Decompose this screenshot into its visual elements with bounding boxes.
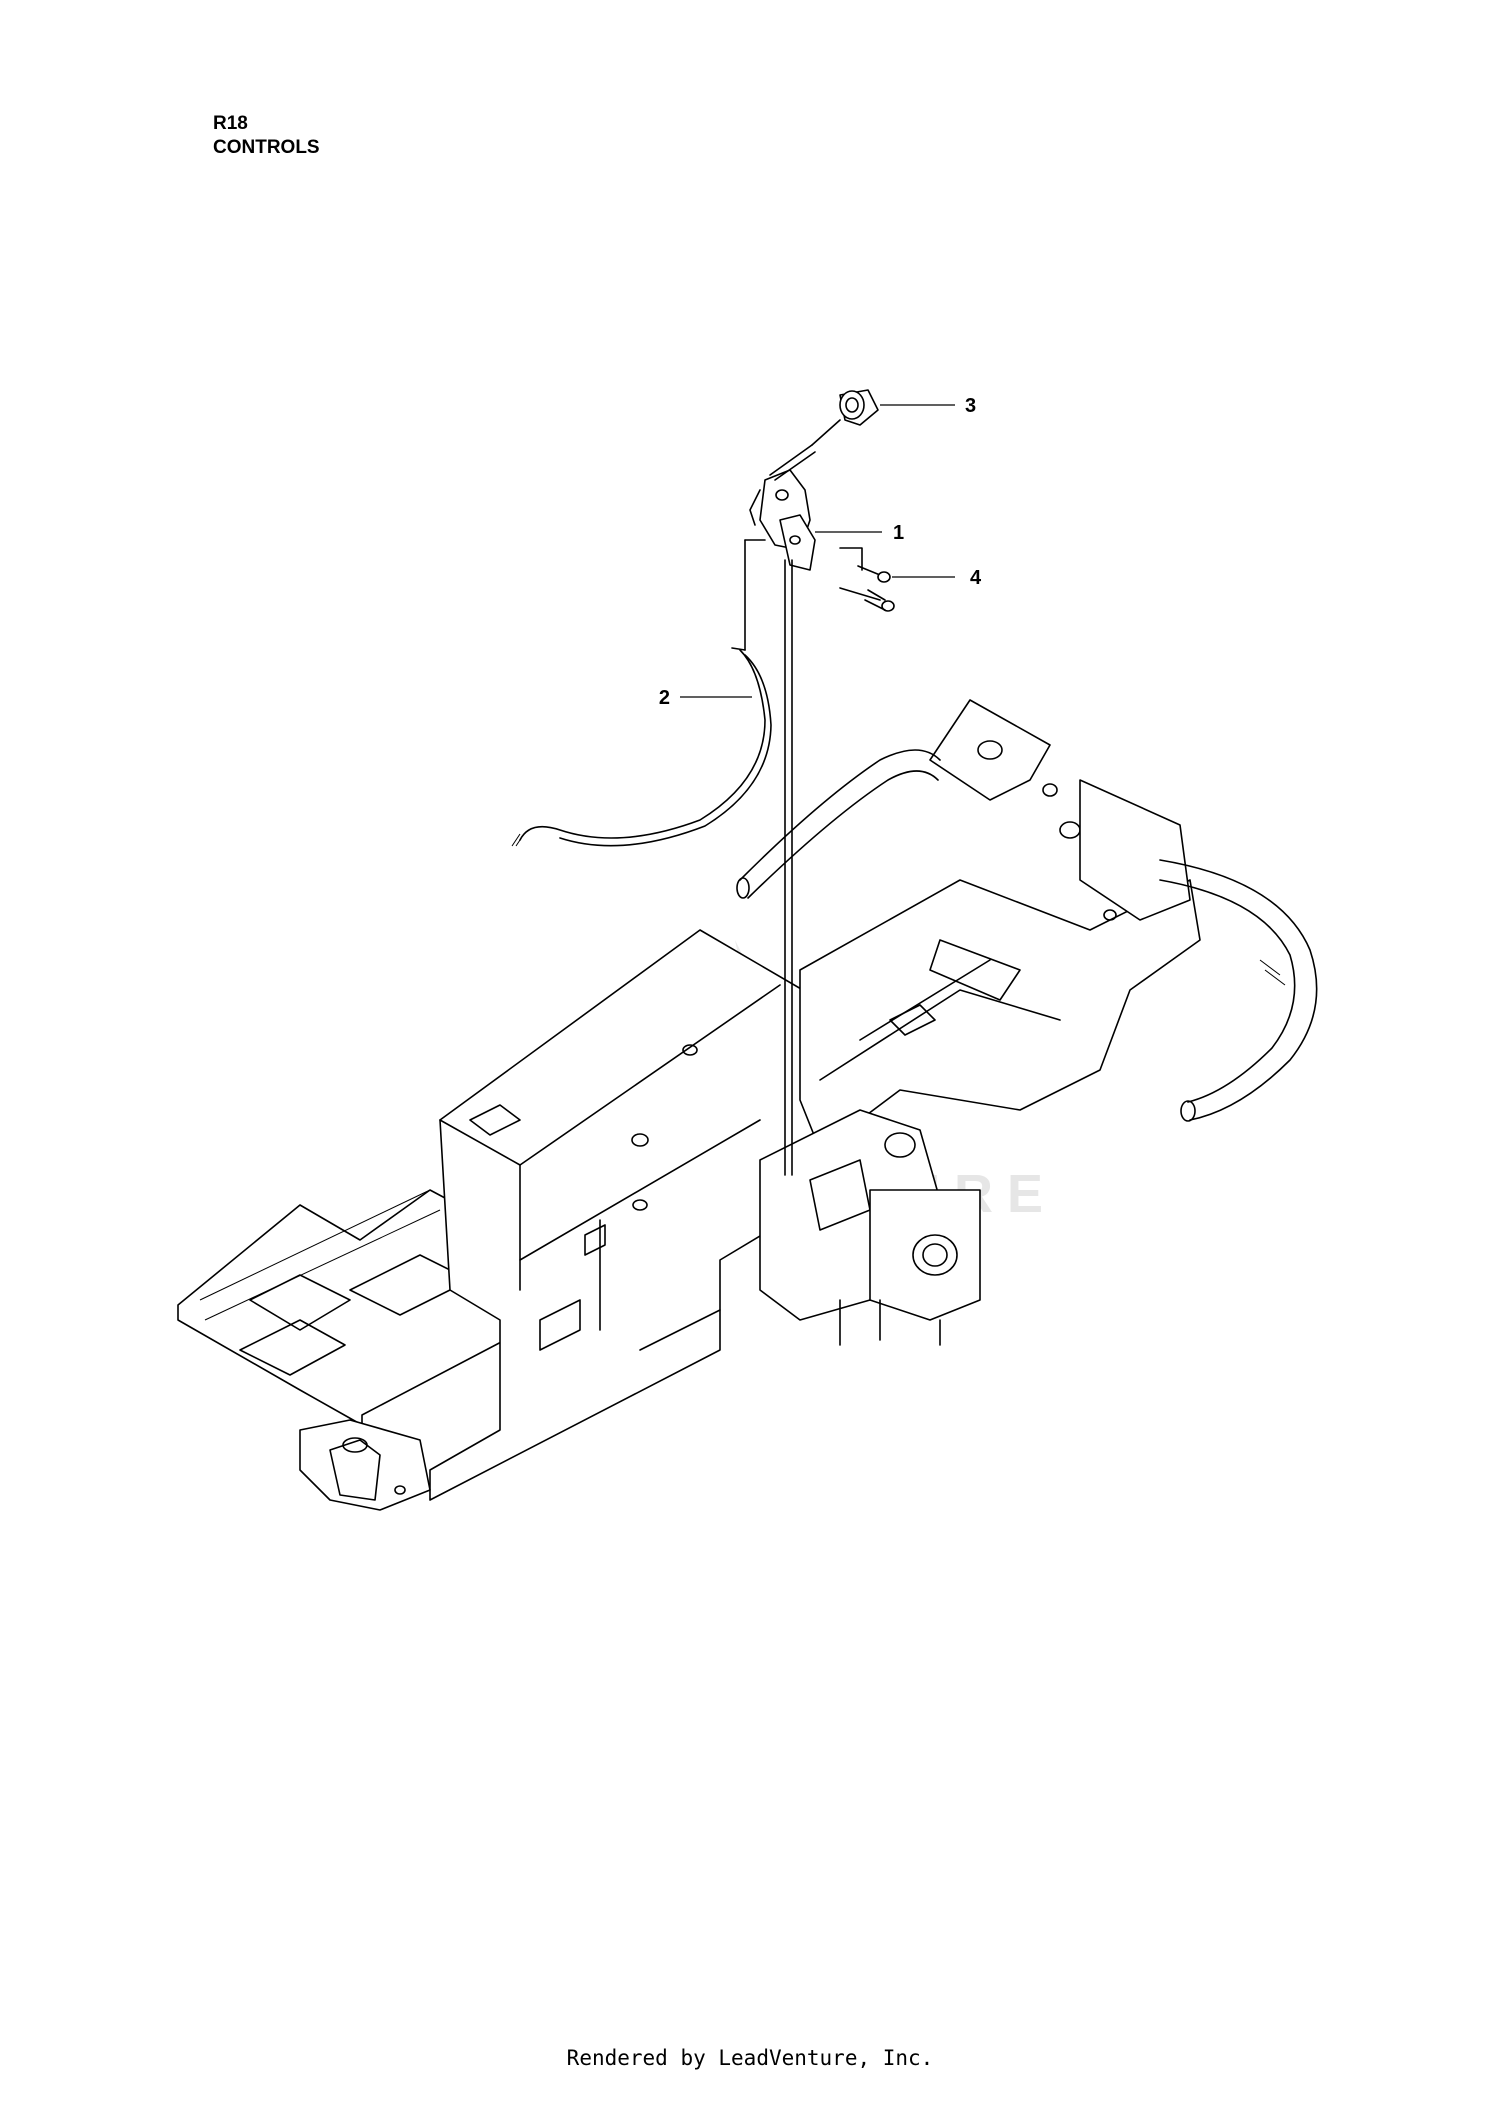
diagram-header: R18 CONTROLS — [213, 112, 320, 160]
callout-2: 2 — [659, 687, 670, 709]
callout-3: 3 — [965, 395, 976, 417]
chassis-frame — [177, 699, 1201, 1511]
callout-4: 4 — [970, 567, 982, 589]
callouts: 3 1 4 2 — [659, 395, 982, 709]
diagram-title: CONTROLS — [213, 137, 320, 158]
part-2-cable — [511, 647, 772, 847]
callout-1: 1 — [893, 522, 904, 544]
leader-lines — [680, 404, 955, 698]
part-4-bolts — [839, 547, 895, 612]
diagram-code: R18 — [213, 113, 248, 134]
part-3-knob — [811, 389, 879, 446]
part-1-control-lever — [744, 444, 816, 1176]
footer-credit: Rendered by LeadVenture, Inc. — [566, 2046, 934, 2070]
